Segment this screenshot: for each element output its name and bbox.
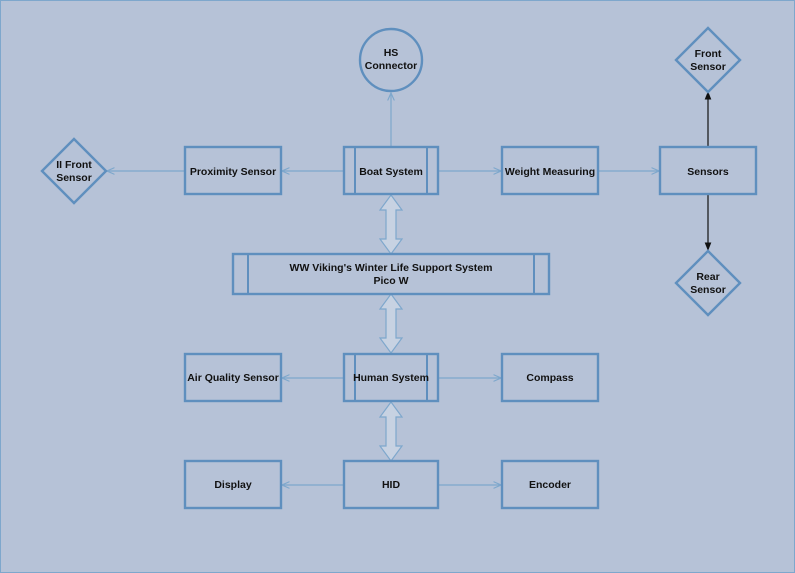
node-front-sensor-line2: Sensor <box>690 61 726 73</box>
node-human-system[interactable]: Human System <box>342 352 440 403</box>
node-air-quality-sensor-label: Air Quality Sensor <box>187 372 279 384</box>
double-arrow-main-human <box>378 292 404 355</box>
node-hid[interactable]: HID <box>342 459 440 510</box>
node-weight-measuring[interactable]: Weight Measuring <box>500 145 600 196</box>
node-main-system-line1: WW Viking's Winter Life Support System <box>290 262 493 274</box>
node-ii-front-sensor-line1: II Front <box>56 159 92 171</box>
node-sensors[interactable]: Sensors <box>658 145 758 196</box>
node-air-quality-sensor[interactable]: Air Quality Sensor <box>183 352 283 403</box>
node-human-system-label: Human System <box>353 372 429 384</box>
edges <box>107 91 712 485</box>
node-compass-label: Compass <box>526 372 573 384</box>
node-display[interactable]: Display <box>183 459 283 510</box>
node-sensors-label: Sensors <box>687 166 729 178</box>
node-encoder-label: Encoder <box>529 479 571 491</box>
node-hs-connector-line2: Connector <box>365 60 418 72</box>
node-main-system[interactable]: WW Viking's Winter Life Support System P… <box>231 252 551 296</box>
node-proximity-sensor[interactable]: Proximity Sensor <box>183 145 283 196</box>
node-hs-connector-line1: HS <box>384 47 399 59</box>
node-proximity-sensor-label: Proximity Sensor <box>190 166 276 178</box>
node-hs-connector[interactable]: HS Connector <box>358 27 424 93</box>
node-ii-front-sensor[interactable]: II Front Sensor <box>40 137 108 205</box>
node-encoder[interactable]: Encoder <box>500 459 600 510</box>
node-front-sensor[interactable]: Front Sensor <box>674 26 742 94</box>
node-weight-measuring-label: Weight Measuring <box>505 166 595 178</box>
node-compass[interactable]: Compass <box>500 352 600 403</box>
node-rear-sensor-line2: Sensor <box>690 284 726 296</box>
node-boat-system-label: Boat System <box>359 166 423 178</box>
double-arrow-human-hid <box>378 400 404 463</box>
node-hid-label: HID <box>382 479 401 491</box>
node-ii-front-sensor-line2: Sensor <box>56 172 92 184</box>
node-boat-system[interactable]: Boat System <box>342 145 440 196</box>
node-main-system-line2: Pico W <box>373 275 408 287</box>
node-rear-sensor-line1: Rear <box>696 271 719 283</box>
node-rear-sensor[interactable]: Rear Sensor <box>674 249 742 317</box>
node-display-label: Display <box>214 479 252 491</box>
node-front-sensor-line1: Front <box>695 48 722 60</box>
double-arrow-main-boat <box>378 193 404 256</box>
